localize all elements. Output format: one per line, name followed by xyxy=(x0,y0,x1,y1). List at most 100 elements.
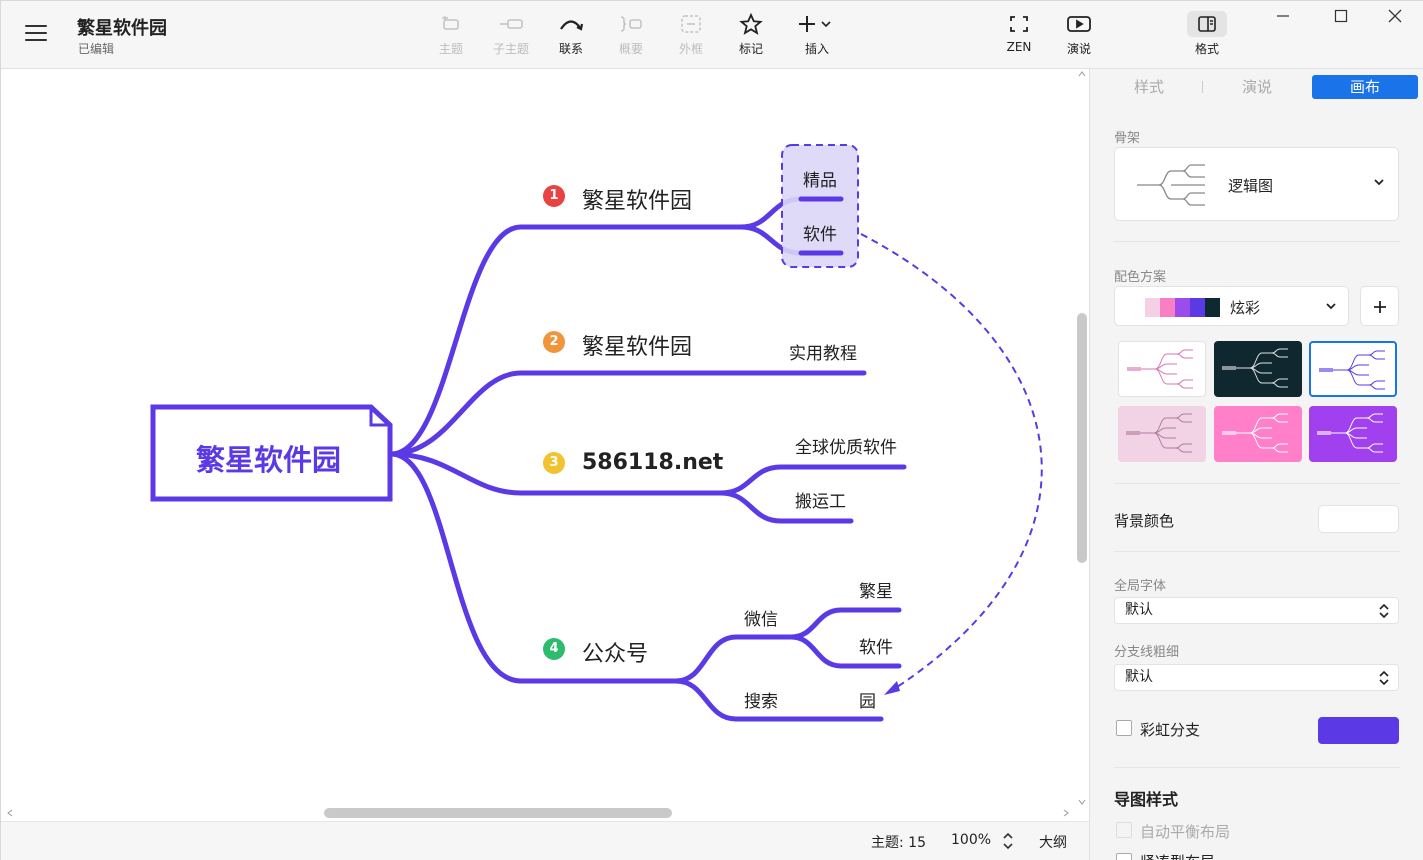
zoom-level[interactable]: 100% xyxy=(951,832,992,848)
child-line-ruanjian2 xyxy=(788,634,902,669)
priority-4-icon: 4 xyxy=(543,638,565,660)
chevron-down-icon xyxy=(1326,303,1336,310)
theme-thumb-5[interactable] xyxy=(1214,406,1302,462)
branch-topic-4[interactable]: 公众号 xyxy=(582,642,649,667)
zen-label: ZEN xyxy=(1006,40,1032,54)
global-font-select[interactable]: 默认 xyxy=(1114,597,1399,624)
document-title[interactable]: 繁星软件园 xyxy=(77,18,167,39)
boundary-label: 外框 xyxy=(678,42,703,56)
subtopic-button[interactable]: 子主题 xyxy=(481,11,541,57)
theme-preview-icon xyxy=(1222,348,1288,388)
theme-preview-icon xyxy=(1127,349,1193,389)
theme-thumb-3-selected[interactable] xyxy=(1309,341,1397,397)
theme-thumb-2[interactable] xyxy=(1214,341,1302,397)
color-scheme-value: 炫彩 xyxy=(1230,299,1261,317)
child-line-sousuo xyxy=(673,678,852,722)
format-button[interactable]: 格式 xyxy=(1177,11,1237,57)
relationship-button[interactable]: 联系 xyxy=(541,11,601,57)
maximize-icon[interactable] xyxy=(1329,7,1353,25)
subtopic-sousuo[interactable]: 搜索 xyxy=(744,692,778,712)
subtopic-fanxing[interactable]: 繁星 xyxy=(859,582,893,602)
relationship-line[interactable] xyxy=(860,233,1043,692)
tab-present[interactable]: 演说 xyxy=(1241,78,1272,96)
add-color-scheme-button[interactable] xyxy=(1360,286,1399,326)
auto-balance-label: 自动平衡布局 xyxy=(1140,823,1231,841)
document-status: 已编辑 xyxy=(78,42,115,56)
subtopic-ruanjian-2[interactable]: 软件 xyxy=(859,638,893,658)
branch-topic-3[interactable]: 586118.net xyxy=(582,450,724,475)
close-icon[interactable] xyxy=(1383,7,1407,25)
star-icon xyxy=(739,13,763,35)
skeleton-label: 骨架 xyxy=(1114,131,1141,146)
subtopic-quanqiu[interactable]: 全球优质软件 xyxy=(795,438,897,458)
subtopic-ruanjian[interactable]: 软件 xyxy=(803,225,837,245)
skeleton-selector[interactable]: 逻辑图 xyxy=(1114,147,1399,221)
rainbow-color-swatch[interactable] xyxy=(1318,717,1399,744)
branch-line-3 xyxy=(388,451,724,496)
logic-chart-icon xyxy=(1137,164,1205,206)
scroll-left-icon[interactable] xyxy=(7,809,13,817)
auto-balance-checkbox[interactable] xyxy=(1116,822,1132,838)
format-label: 格式 xyxy=(1194,42,1219,56)
scroll-down-icon[interactable] xyxy=(1078,799,1086,805)
boundary-icon xyxy=(681,15,701,33)
topic-icon xyxy=(442,16,459,30)
branch-line-1 xyxy=(388,224,744,457)
boundary-button[interactable]: 外框 xyxy=(661,11,721,57)
topic-label: 主题 xyxy=(438,42,463,56)
outline-button[interactable]: 大纲 xyxy=(1039,835,1067,851)
rainbow-branch-label: 彩虹分支 xyxy=(1140,721,1201,739)
color-scheme-selector[interactable]: 炫彩 xyxy=(1114,286,1349,326)
compact-layout-label: 紧凑型布局 xyxy=(1140,851,1215,860)
compact-layout-checkbox[interactable] xyxy=(1116,853,1132,860)
theme-thumb-6[interactable] xyxy=(1309,406,1397,462)
tab-style[interactable]: 样式 xyxy=(1133,78,1164,96)
bg-color-label: 背景颜色 xyxy=(1114,512,1175,530)
rainbow-branch-checkbox[interactable] xyxy=(1116,720,1132,736)
color-scheme-label: 配色方案 xyxy=(1114,270,1167,285)
vertical-scrollbar[interactable] xyxy=(1075,71,1087,809)
global-font-label: 全局字体 xyxy=(1114,579,1167,594)
root-node-frame[interactable] xyxy=(150,404,393,502)
subtopic-shiyong-jiaocheng[interactable]: 实用教程 xyxy=(789,344,857,364)
topic-button[interactable]: 主题 xyxy=(421,11,481,57)
boundary-frame[interactable] xyxy=(781,144,859,268)
vertical-scroll-thumb[interactable] xyxy=(1077,313,1087,563)
insert-button[interactable]: 插入 xyxy=(787,11,847,57)
subtopic-banyungong[interactable]: 搬运工 xyxy=(795,492,846,512)
root-topic[interactable]: 繁星软件园 xyxy=(196,443,342,477)
marker-button[interactable]: 标记 xyxy=(721,11,781,57)
subtopic-yuan[interactable]: 园 xyxy=(859,692,876,712)
present-button[interactable]: 演说 xyxy=(1049,11,1109,57)
menu-icon[interactable] xyxy=(25,25,47,43)
theme-preview-icon xyxy=(1222,413,1288,453)
plus-icon xyxy=(799,16,831,32)
subtopic-jingpin[interactable]: 精品 xyxy=(803,171,837,191)
format-panel: 样式 演说 画布 骨架 逻辑图 配色方案 xyxy=(1089,69,1423,860)
plus-icon xyxy=(1374,301,1386,313)
present-label: 演说 xyxy=(1066,42,1091,56)
scroll-right-icon[interactable] xyxy=(1063,809,1069,817)
theme-preview-icon xyxy=(1319,350,1385,390)
mindmap-canvas[interactable]: 繁星软件园 1 繁星软件园 精品 软件 2 繁星软件园 实用教程 3 58611… xyxy=(1,69,1089,821)
theme-thumb-1[interactable] xyxy=(1118,341,1206,397)
branch-topic-1[interactable]: 繁星软件园 xyxy=(582,189,693,214)
subtopic-weixin[interactable]: 微信 xyxy=(744,610,778,630)
minimize-icon[interactable] xyxy=(1271,7,1295,25)
branch-line-4 xyxy=(388,451,679,684)
summary-label: 概要 xyxy=(618,42,643,56)
horizontal-scrollbar[interactable] xyxy=(1,807,1089,819)
summary-button[interactable]: 概要 xyxy=(601,11,661,57)
tab-canvas[interactable]: 画布 xyxy=(1312,75,1418,99)
branch-width-select[interactable]: 默认 xyxy=(1114,664,1399,691)
theme-thumb-4[interactable] xyxy=(1118,406,1206,462)
scroll-up-icon[interactable] xyxy=(1078,71,1086,77)
bg-color-picker[interactable] xyxy=(1318,505,1399,533)
zen-button[interactable]: ZEN xyxy=(989,11,1049,54)
horizontal-scroll-thumb[interactable] xyxy=(324,808,672,818)
branch-topic-2[interactable]: 繁星软件园 xyxy=(582,335,693,360)
theme-preview-icon xyxy=(1126,413,1192,453)
zoom-stepper-icon[interactable] xyxy=(1001,831,1015,851)
zen-icon xyxy=(1010,16,1028,32)
